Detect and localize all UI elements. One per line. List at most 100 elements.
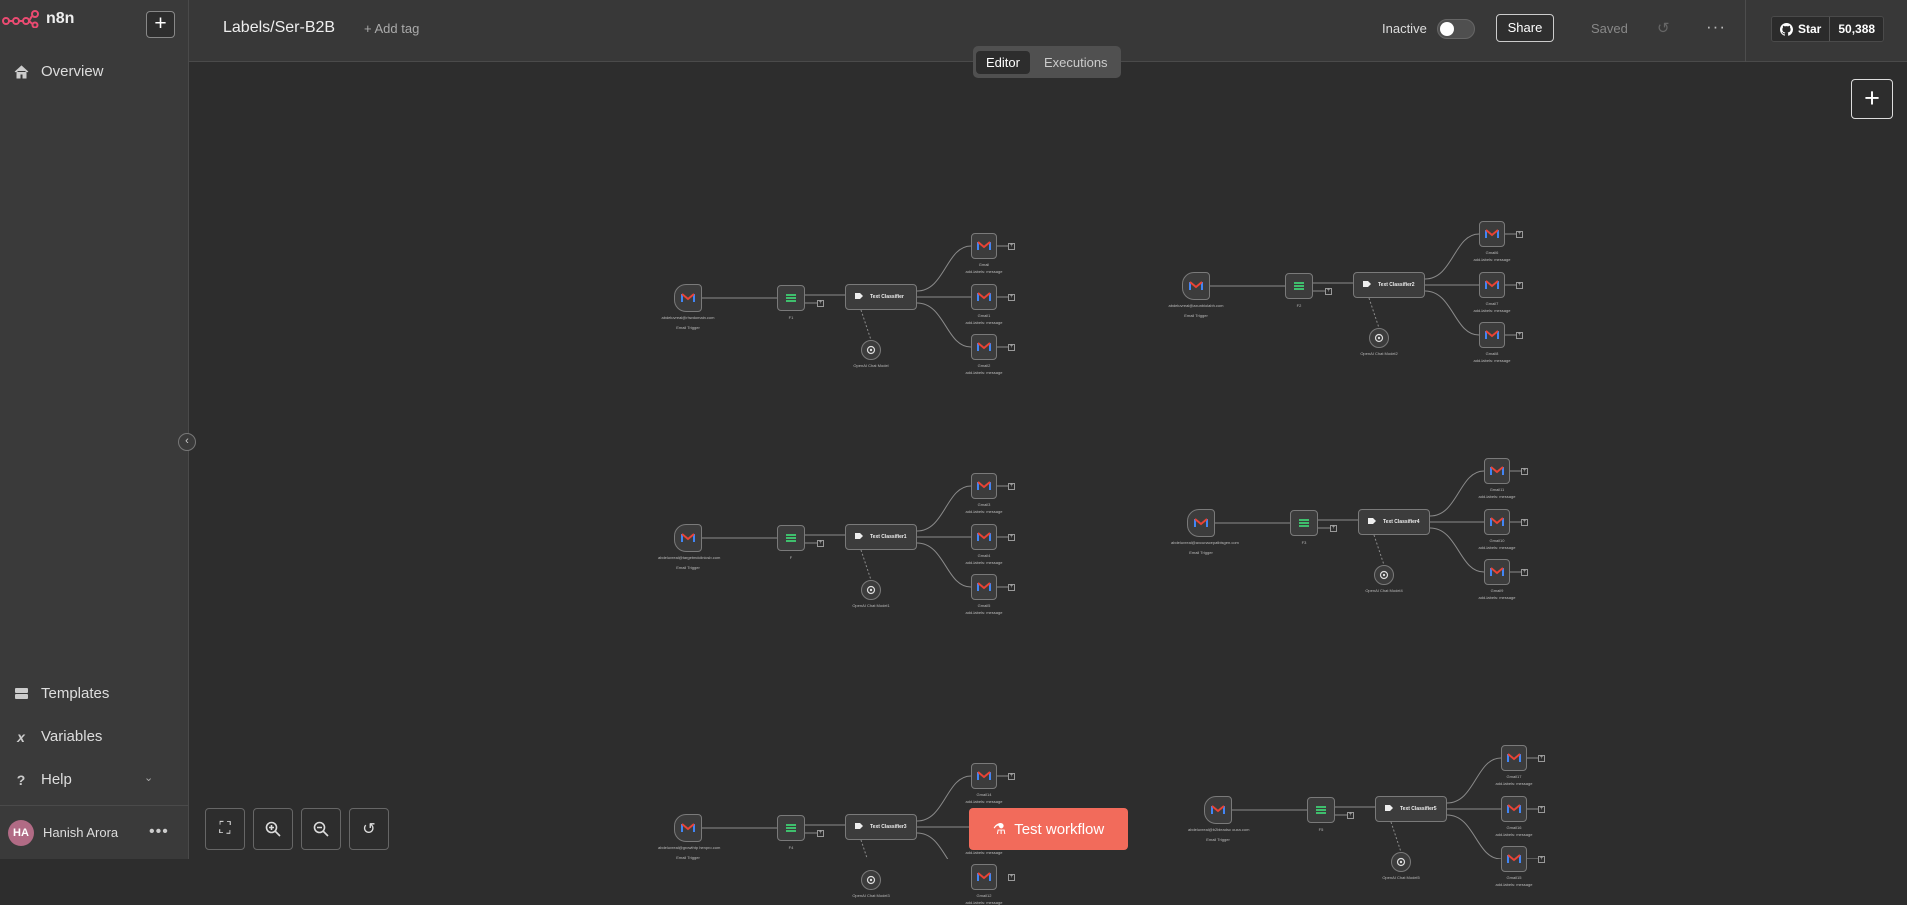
gmail-node[interactable] [1484,458,1510,484]
filter-node[interactable] [1290,510,1318,536]
add-output-handle[interactable]: + [1008,534,1015,541]
add-output-handle[interactable]: + [1521,569,1528,576]
user-menu[interactable]: HA Hanish Arora ••• [0,805,189,859]
gmail-node[interactable] [1501,745,1527,771]
add-output-handle[interactable]: + [1330,525,1337,532]
sidebar-item-variables[interactable]: x Variables [13,728,102,745]
add-output-handle[interactable]: + [817,300,824,307]
gmail-node[interactable] [971,574,997,600]
add-output-handle[interactable]: + [1008,243,1015,250]
add-output-handle[interactable]: + [1521,468,1528,475]
tab-executions[interactable]: Executions [1043,54,1108,70]
add-output-handle[interactable]: + [817,830,824,837]
add-tag-link[interactable]: + Add tag [364,21,420,36]
add-output-handle[interactable]: + [1008,874,1015,881]
zoom-to-fit-button[interactable]: ⛶ [205,808,245,850]
openai-chat-model-node[interactable] [861,580,881,600]
add-output-handle[interactable]: + [1008,773,1015,780]
tag-icon [855,823,863,829]
github-star-button[interactable]: Star 50,388 [1771,16,1885,42]
gmail-node[interactable] [971,473,997,499]
add-output-handle[interactable]: + [1538,755,1545,762]
gmail-icon [1485,330,1499,339]
add-output-handle[interactable]: + [1008,294,1015,301]
node-subtitle: add-labels: message [1478,545,1516,550]
zoom-in-button[interactable] [253,808,293,850]
share-button[interactable]: Share [1496,14,1554,42]
github-star-count: 50,388 [1838,22,1876,36]
gmail-node[interactable] [971,284,997,310]
text-classifier-node[interactable]: Text Classifier4 [1358,509,1430,535]
gmail-node[interactable] [1479,272,1505,298]
email-trigger-node[interactable] [1182,272,1210,300]
add-output-handle[interactable]: + [1516,231,1523,238]
sidebar-item-help[interactable]: ? Help [13,771,72,788]
text-classifier-node[interactable]: Text Classifier1 [845,524,917,550]
filter-node[interactable] [777,525,805,551]
tab-editor[interactable]: Editor [976,50,1030,74]
history-icon[interactable]: ↺ [1657,20,1670,37]
gmail-node[interactable] [971,233,997,259]
gmail-node[interactable] [1479,322,1505,348]
gmail-node[interactable] [971,524,997,550]
add-output-handle[interactable]: + [817,540,824,547]
email-trigger-node[interactable] [1204,796,1232,824]
active-toggle[interactable] [1437,19,1475,39]
openai-chat-model-node[interactable] [861,340,881,360]
email-trigger-node[interactable] [674,524,702,552]
gmail-node[interactable] [1484,559,1510,585]
node-title: F [789,555,793,560]
text-classifier-node[interactable]: Text Classifier [845,284,917,310]
filter-node[interactable] [1285,273,1313,299]
openai-chat-model-node[interactable] [1374,565,1394,585]
filter-node[interactable] [1307,797,1335,823]
reset-zoom-button[interactable]: ↺ [349,808,389,850]
node-subtitle: add-labels: message [965,269,1003,274]
email-trigger-node[interactable] [674,284,702,312]
zoom-out-button[interactable] [301,808,341,850]
openai-chat-model-node[interactable] [1369,328,1389,348]
connection-line [860,309,872,341]
gmail-node[interactable] [1501,796,1527,822]
add-output-handle[interactable]: + [1325,288,1332,295]
page-title[interactable]: Labels/Ser-B2B [223,19,336,36]
add-output-handle[interactable]: + [1008,584,1015,591]
test-workflow-label: Test workflow [1014,820,1105,838]
openai-chat-model-node[interactable] [861,870,881,890]
add-node-button[interactable]: + [1851,79,1893,119]
more-options-icon[interactable]: ••• [149,823,169,840]
add-output-handle[interactable]: + [1008,483,1015,490]
node-title: Gmail3 [977,502,991,507]
gmail-node[interactable] [971,334,997,360]
gmail-node[interactable] [1479,221,1505,247]
text-classifier-node[interactable]: Text Classifier2 [1353,272,1425,298]
chevron-down-icon[interactable]: ⌄ [144,772,154,784]
openai-chat-model-node[interactable] [1391,852,1411,872]
add-output-handle[interactable]: + [1008,344,1015,351]
add-output-handle[interactable]: + [1516,332,1523,339]
filter-node[interactable] [777,285,805,311]
email-trigger-node[interactable] [1187,509,1215,537]
add-output-handle[interactable]: + [1347,812,1354,819]
filter-node[interactable] [777,815,805,841]
add-output-handle[interactable]: + [1521,519,1528,526]
sidebar-item-templates[interactable]: Templates [13,685,109,702]
add-output-handle[interactable]: + [1538,856,1545,863]
add-output-handle[interactable]: + [1538,806,1545,813]
email-trigger-node[interactable] [674,814,702,842]
collapse-sidebar-button[interactable]: ‹ [178,433,196,451]
add-new-button[interactable]: + [146,11,175,38]
gmail-node[interactable] [1501,846,1527,872]
text-classifier-node[interactable]: Text Classifier5 [1375,796,1447,822]
gmail-node[interactable] [1484,509,1510,535]
add-output-handle[interactable]: + [1516,282,1523,289]
test-workflow-button[interactable]: ⚗ Test workflow [969,808,1128,850]
gmail-node[interactable] [971,864,997,890]
gmail-node[interactable] [971,763,997,789]
n8n-logo[interactable]: n8n [2,10,74,28]
text-classifier-node[interactable]: Text Classifier3 [845,814,917,840]
sidebar-item-overview[interactable]: Overview [13,63,104,80]
node-subtitle: Email Trigger [1184,313,1208,318]
more-options-icon[interactable]: ··· [1706,17,1726,36]
